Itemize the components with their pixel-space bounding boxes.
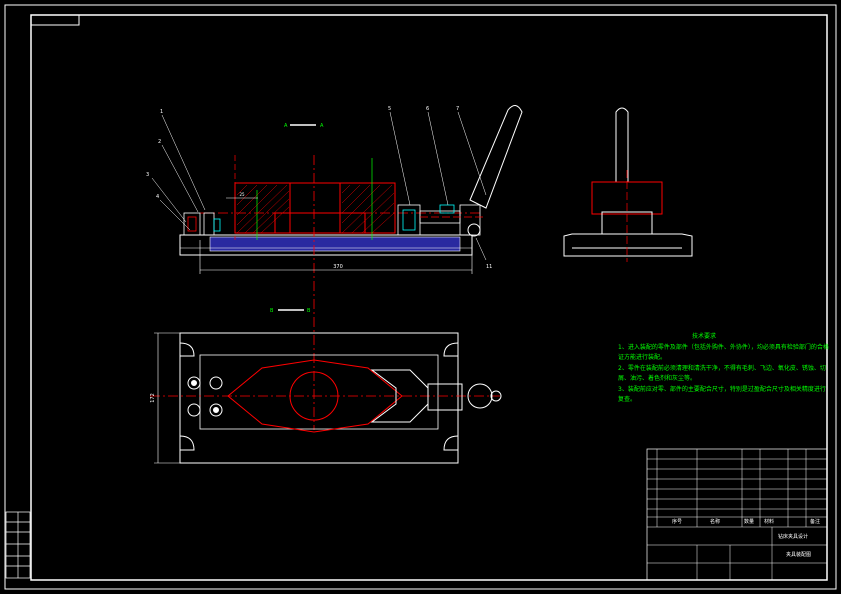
tb-header-index: 序号 <box>672 518 682 525</box>
tb-header-remark: 备注 <box>810 518 820 525</box>
callout-11: 11 <box>486 264 492 270</box>
section-label-b-left: B <box>270 308 274 314</box>
clamp-assembly <box>397 204 486 236</box>
callout-6: 6 <box>426 106 429 112</box>
technical-requirements: 技术要求 1、进入装配的零件及部件（包括外购件、外协件），均必须具有检验部门的合… <box>618 332 830 406</box>
side-base <box>563 233 693 257</box>
title-block: 序号 名称 数量 材料 备注 钻床夹具设计 夹具装配图 <box>646 448 828 581</box>
callout-leaders <box>151 111 487 261</box>
callout-3: 3 <box>146 172 149 178</box>
callout-7: 7 <box>456 106 459 112</box>
callout-2: 2 <box>158 139 161 145</box>
inner-border <box>30 14 828 581</box>
dimension-length <box>199 240 473 274</box>
base-hatch-blue <box>209 236 461 252</box>
left-locator <box>183 212 221 236</box>
workpiece-hatching <box>236 184 395 234</box>
tb-header-material: 材料 <box>764 518 774 525</box>
corner-label-box <box>30 14 80 26</box>
left-margin-table <box>5 511 31 579</box>
tb-drawing-name: 钻床夹具设计 <box>778 533 808 540</box>
callout-5: 5 <box>388 106 391 112</box>
section-label-b-right: B <box>307 308 311 314</box>
clamp-handle <box>467 105 523 237</box>
tb-drawing-number: 夹具装配图 <box>786 551 811 558</box>
requirement-line-2: 2、零件在装配前必须清理和清洗干净，不得有毛刺、飞边、氧化皮、锈蚀、切屑、油污、… <box>618 364 826 383</box>
front-view: 370 25 1 2 3 4 5 6 7 11 A A B B <box>146 105 523 430</box>
tb-header-name: 名称 <box>710 518 720 525</box>
tb-header-qty: 数量 <box>744 518 754 525</box>
outer-border <box>4 4 837 590</box>
side-handle <box>615 107 629 182</box>
top-base-plate <box>179 332 459 464</box>
callout-1: 1 <box>160 109 163 115</box>
technical-requirements-title: 技术要求 <box>691 333 716 340</box>
requirement-line-3: 3、装配前应对零、部件的主要配合尺寸，特别是过盈配合尺寸及相关精度进行复查。 <box>618 385 826 404</box>
side-view <box>563 107 693 262</box>
section-label-a-right: A <box>320 123 324 129</box>
top-handle-knob <box>467 383 493 409</box>
dimension-small-text: 25 <box>239 192 245 197</box>
top-view <box>150 332 502 464</box>
workpiece-section <box>234 182 396 234</box>
dimension-length-text: 370 <box>333 264 343 270</box>
callout-4: 4 <box>156 194 159 200</box>
dimension-height-text: 172 <box>150 393 156 403</box>
requirement-line-1: 1、进入装配的零件及部件（包括外购件、外协件），均必须具有检验部门的合格证方能进… <box>618 343 829 362</box>
section-label-a-left: A <box>284 123 288 129</box>
